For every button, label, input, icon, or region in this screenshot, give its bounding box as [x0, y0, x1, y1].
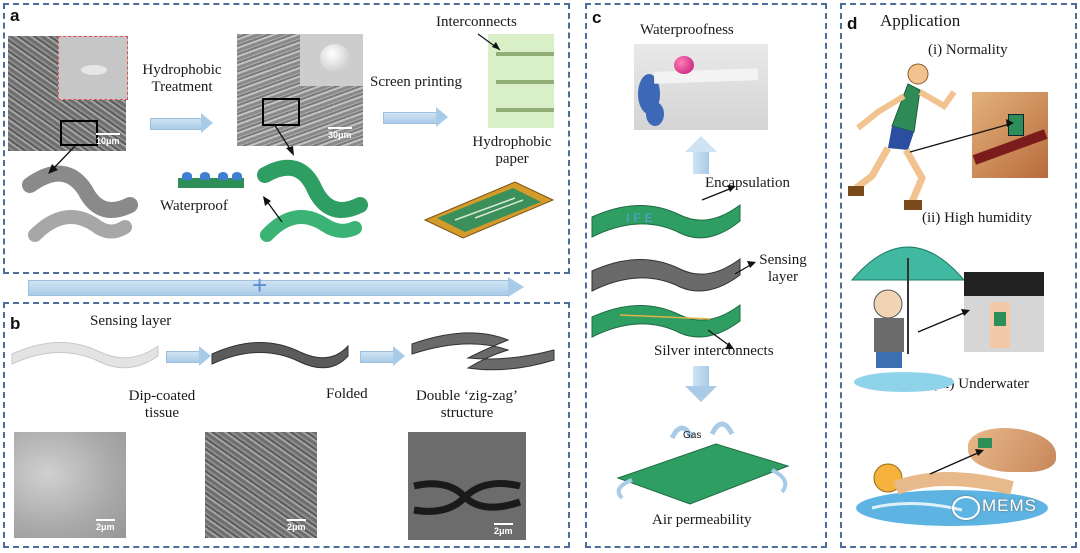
- panel-c-pointers: [701, 185, 756, 349]
- swimmer-illustration: [856, 463, 1048, 526]
- waterproof-film: [178, 172, 244, 188]
- high-humidity-closeup: [964, 272, 1044, 352]
- arrow-down-c-head: [685, 386, 717, 402]
- sensing-layer-sheet-coated: [211, 342, 349, 369]
- screen-printing-text: Screen printing: [370, 74, 463, 90]
- case-underwater-text: (iii) Underwater: [932, 376, 1030, 392]
- air-permeability-text: Air permeability: [652, 512, 752, 528]
- panel-c-label: c: [592, 8, 602, 27]
- case-normality-text: (i) Normality: [928, 42, 1008, 58]
- gas-text: Gas: [683, 430, 702, 441]
- divider-bar: [28, 280, 510, 296]
- arrow-up-c-head: [685, 136, 717, 152]
- scale-bar-30um: 30μm: [328, 127, 352, 140]
- scale-bar-b2: 2μm: [287, 519, 306, 532]
- ife-text: IFE: [626, 211, 657, 225]
- dip-coated-text: Dip-coated tissue: [128, 388, 196, 421]
- panel-a: [3, 3, 570, 274]
- arrow-b2: [360, 346, 405, 366]
- arrow-down-c: [693, 366, 709, 386]
- plus-sign: +: [252, 270, 268, 300]
- printed-paper-image: [488, 34, 554, 128]
- panel-c: [585, 3, 827, 548]
- humidity-pointer: [917, 309, 970, 333]
- umbrella-person-illustration: [850, 246, 966, 392]
- arrow-up-c: [693, 150, 709, 174]
- waterproofness-text: Waterproofness: [640, 22, 734, 38]
- panel-b: [3, 302, 570, 548]
- arrow-a1: [150, 113, 213, 133]
- panel-d: [840, 3, 1077, 548]
- scale-bar-10um: 10μm: [96, 133, 120, 146]
- gray-fiber-illustration: [22, 165, 138, 242]
- down-arrow-a1: [48, 145, 76, 174]
- sensing-layer-sheet-white: [11, 342, 159, 369]
- green-fiber-illustration: [257, 159, 368, 242]
- folded-text: Folded: [326, 386, 368, 402]
- waterproof-text: Waterproof: [160, 198, 228, 214]
- zigzag-structure: [411, 332, 555, 371]
- contact-angle-inset-2: [300, 34, 363, 86]
- sensing-layer-text: Sensing layer: [90, 313, 172, 329]
- zoom-box-1: [60, 120, 98, 146]
- contact-angle-inset-1: [58, 36, 128, 100]
- scale-bar-b1: 2μm: [96, 519, 115, 532]
- layered-device-illustration: [591, 204, 741, 338]
- down-arrow-a2: [263, 123, 294, 223]
- double-zigzag-text: Double ‘zig-zag’ structure: [415, 388, 519, 421]
- normality-pointer: [909, 119, 1014, 153]
- silver-interconnects-text: Silver interconnects: [654, 343, 774, 359]
- interconnects-text: Interconnects: [436, 14, 517, 30]
- normality-closeup: [972, 92, 1048, 178]
- arrow-b1: [166, 346, 211, 366]
- air-permeability-illustration: [616, 421, 790, 505]
- underwater-pointer: [929, 449, 984, 475]
- divider-arrowhead: [508, 277, 524, 297]
- scale-bar-b3: 2μm: [494, 523, 513, 536]
- case-high-humidity-text: (ii) High humidity: [922, 210, 1032, 226]
- application-title: Application: [880, 11, 961, 30]
- panel-d-label: d: [847, 14, 858, 33]
- panel-a-label: a: [10, 6, 20, 25]
- hydrophobic-paper-text: Hydrophobic paper: [472, 134, 552, 167]
- runner-illustration: [848, 63, 957, 210]
- interconnects-pointer: [477, 33, 501, 51]
- hydrophobic-treatment-text: Hydrophobic Treatment: [142, 62, 222, 95]
- zoom-box-2: [262, 98, 300, 126]
- paper-device-illustration: [423, 181, 555, 239]
- panel-b-label: b: [10, 314, 21, 333]
- encapsulation-text: Encapsulation: [705, 175, 790, 191]
- arrow-a2: [383, 107, 448, 127]
- waterproof-photo: [634, 44, 768, 130]
- watermark-icon: [952, 496, 980, 520]
- watermark-text: MEMS: [982, 496, 1037, 515]
- sensing-layer-c-text: Sensing layer: [759, 252, 807, 285]
- cross-section-image-b3: [408, 432, 526, 540]
